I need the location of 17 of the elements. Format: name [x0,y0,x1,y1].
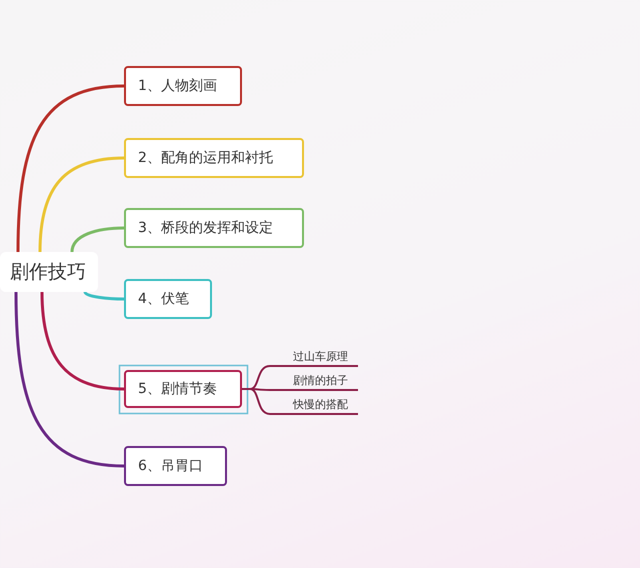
topic-box: 6、吊胃口 [124,446,227,486]
topic-box: 4、伏笔 [124,279,212,319]
branch-line [70,226,124,252]
topic-box: 5、剧情节奏 [124,370,242,408]
branch-line [14,292,124,468]
branch-line [16,84,124,252]
branch-line [38,156,124,252]
topic-box: 3、桥段的发挥和设定 [124,208,304,248]
branch-line [40,292,124,390]
subtopic-text: 快慢的搭配 [270,395,358,415]
branch-line [242,388,270,415]
topic-box: 2、配角的运用和衬托 [124,138,304,178]
subtopic-text: 剧情的拍子 [270,371,358,391]
root-topic: 剧作技巧 [0,252,98,292]
subtopic-text: 过山车原理 [270,347,358,367]
branch-line [84,291,124,300]
topic-box: 1、人物刻画 [124,66,242,106]
